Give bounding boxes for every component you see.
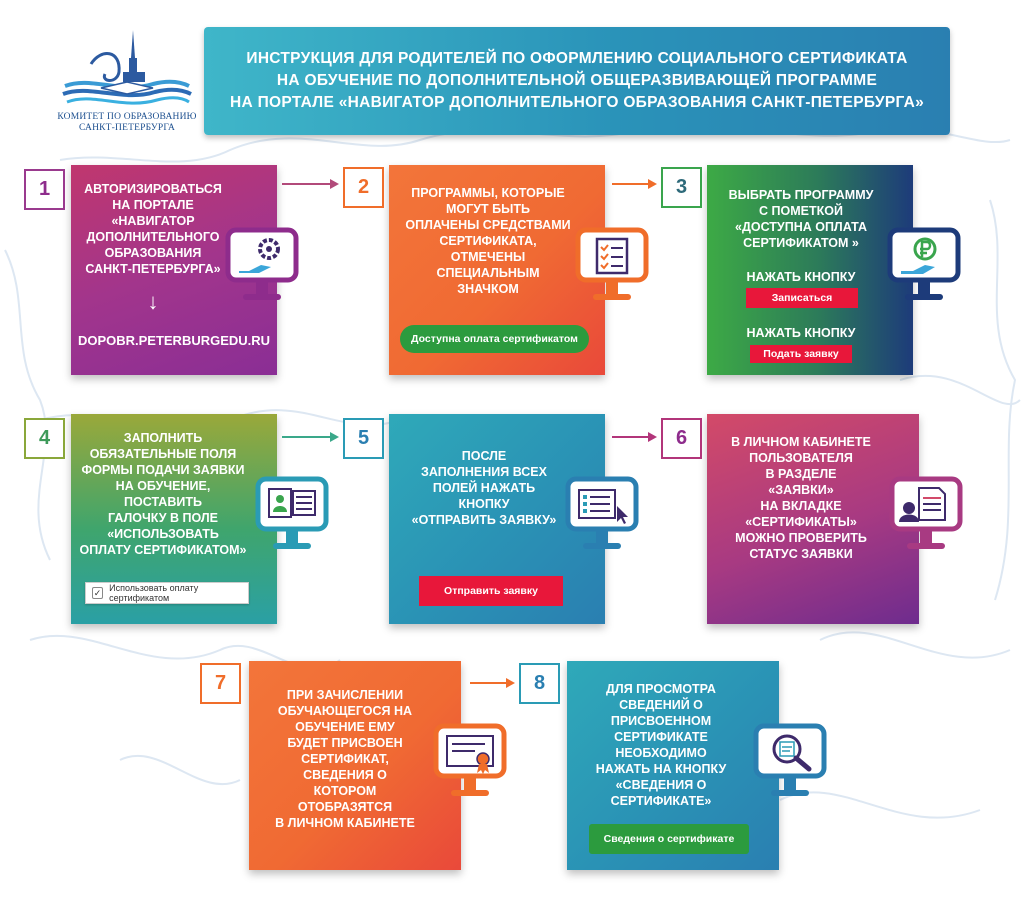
step-8-number: 8 [519,663,560,704]
ruble-hand-icon [887,227,961,300]
step-3-number: 3 [661,167,702,208]
step-1-number: 1 [24,169,65,210]
step-6-number: 6 [661,418,702,459]
checkbox-label: Использовать оплату сертификатом [109,583,199,603]
operator-document-icon [889,476,963,549]
step-7-number: 7 [200,663,241,704]
step-1-down-arrow: ↓ [147,289,159,314]
arrow-4-to-5-icon [282,432,339,442]
header-line-2: НА ОБУЧЕНИЕ ПО ДОПОЛНИТЕЛЬНОЙ ОБЩЕРАЗВИВ… [276,72,878,89]
profile-form-icon [255,476,329,549]
form-cursor-icon [565,476,639,549]
step-4-number: 4 [24,418,65,459]
arrow-5-to-6-icon [612,432,657,442]
instruction-header: ИНСТРУКЦИЯ ДЛЯ РОДИТЕЛЕЙ ПО ОФОРМЛЕНИЮ С… [204,27,950,135]
step-2-number: 2 [343,167,384,208]
enroll-button[interactable]: Записаться [746,288,858,308]
arrow-2-to-3-icon [612,179,657,189]
spire-swan-logo-icon [62,30,192,105]
certificate-details-button[interactable]: Сведения о сертификате [589,824,749,854]
logo-org-name-line1: КОМИТЕТ ПО ОБРАЗОВАНИЮ [57,112,197,122]
send-application-button[interactable]: Отправить заявку [419,576,563,606]
checkbox-check-icon: ✓ [92,587,104,599]
header-line-3: НА ПОРТАЛЕ «НАВИГАТОР ДОПОЛНИТЕЛЬНОГО ОБ… [230,94,924,111]
certificate-payment-badge: Доступна оплата сертификатом [400,325,589,353]
hand-gear-icon [225,227,299,300]
logo-org-name-line2: САНКТ-ПЕТЕРБУРГА [78,123,176,133]
arrow-1-to-2-icon [282,179,339,189]
use-certificate-checkbox[interactable]: ✓ Использовать оплату сертификатом [85,582,249,604]
submit-application-button[interactable]: Подать заявку [750,345,852,363]
header-line-1: ИНСТРУКЦИЯ ДЛЯ РОДИТЕЛЕЙ ПО ОФОРМЛЕНИЮ С… [246,50,908,67]
step-5-number: 5 [343,418,384,459]
step-3-press-button-label-2: НАЖАТЬ КНОПКУ [746,326,856,340]
magnifier-document-icon [753,723,827,796]
certificate-icon [433,723,507,796]
step-3-press-button-label-1: НАЖАТЬ КНОПКУ [746,270,856,284]
checklist-icon [575,227,649,300]
step-1-portal-url[interactable]: DOPOBR.PETERBURGEDU.RU [77,333,271,348]
committee-logo: КОМИТЕТ ПО ОБРАЗОВАНИЮ САНКТ-ПЕТЕРБУРГА [52,28,202,140]
arrow-7-to-8-icon [470,678,515,688]
